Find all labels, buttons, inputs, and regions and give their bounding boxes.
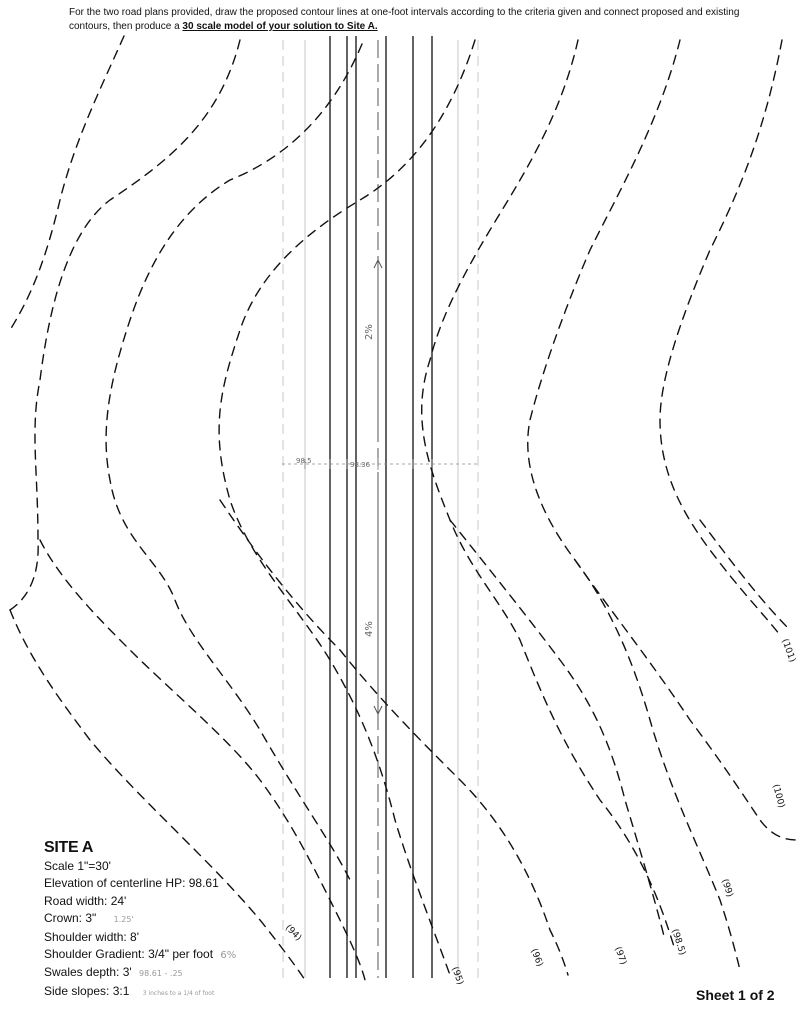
spec-label: Crown: 3"	[44, 911, 97, 926]
contour-line	[527, 39, 741, 971]
contour-line	[659, 39, 783, 636]
spec-label: Shoulder width: 8'	[44, 929, 140, 944]
contour-label: (99)	[719, 878, 734, 899]
spec-label: Swales depth: 3'	[44, 965, 132, 980]
instructions-emphasis: 30 scale model of your solution to Site …	[182, 21, 378, 32]
contour-line	[574, 559, 801, 841]
spec-road-width: Road width: 24'	[44, 893, 304, 910]
spec-note: 3 inches to a 1/4 of foot	[142, 989, 215, 997]
sheet-number: Sheet 1 of 2	[696, 987, 775, 1003]
spec-shoulder-width: Shoulder width: 8'	[44, 929, 304, 946]
spec-label: Shoulder Gradient: 3/4" per foot	[44, 947, 214, 962]
arrow-head-icon	[373, 258, 383, 269]
spec-shoulder-gradient: Shoulder Gradient: 3/4" per foot 6%	[44, 946, 304, 964]
spec-swales-depth: Swales depth: 3' 98.61 - .25	[44, 964, 304, 982]
contour-label: (95)	[449, 966, 465, 987]
contour-line	[219, 499, 569, 976]
contour-line	[449, 519, 666, 941]
guide-lines	[282, 40, 479, 978]
slope-bottom: 4%	[364, 621, 375, 637]
slope-arrows	[373, 258, 383, 716]
contour-line	[9, 39, 241, 611]
instructions-text: For the two road plans provided, draw th…	[69, 6, 749, 34]
spec-note: 1.25'	[113, 915, 134, 925]
elevation-annotations: 98.5 98.36 2% 4%	[296, 324, 375, 637]
contour-label: (97)	[612, 946, 628, 967]
contour-line	[9, 35, 125, 331]
arrow-head-icon	[373, 705, 383, 716]
spec-crown: Crown: 3" 1.25'	[44, 910, 304, 928]
instructions-body: For the two road plans provided, draw th…	[69, 7, 740, 32]
contour-line	[105, 43, 363, 881]
spec-centerline-hp: Elevation of centerline HP: 98.61	[44, 875, 304, 892]
site-title: SITE A	[44, 839, 94, 856]
cross-section-ticks	[304, 458, 433, 470]
contour-line	[421, 39, 676, 951]
spec-label: Side slopes: 3:1	[44, 983, 130, 998]
contour-line	[699, 519, 791, 631]
elevation-left: 98.5	[296, 457, 312, 465]
road-lines	[329, 36, 433, 978]
spec-note: 98.61 - .25	[139, 969, 183, 979]
spec-label: Scale 1"=30'	[44, 859, 111, 873]
contour-label: (98.5)	[669, 928, 687, 957]
spec-label: Road width: 24'	[44, 893, 127, 908]
spec-label: Elevation of centerline HP: 98.61	[44, 876, 219, 891]
spec-scale: Scale 1"=30'	[44, 858, 304, 875]
spec-side-slopes: Side slopes: 3:1 3 inches to a 1/4 of fo…	[44, 983, 304, 1002]
contour-label: (96)	[528, 947, 544, 968]
elevation-center: 98.36	[350, 461, 371, 469]
contour-line	[9, 609, 306, 981]
contour-line	[218, 39, 476, 976]
site-spec-block: SITE A Scale 1"=30' Elevation of centerl…	[44, 838, 304, 1002]
spec-note: 6%	[220, 950, 237, 962]
contour-line	[39, 539, 366, 981]
slope-top: 2%	[364, 324, 375, 340]
contour-label: (101)	[779, 638, 797, 664]
contour-label: (100)	[770, 783, 786, 809]
existing-contours	[9, 35, 801, 981]
